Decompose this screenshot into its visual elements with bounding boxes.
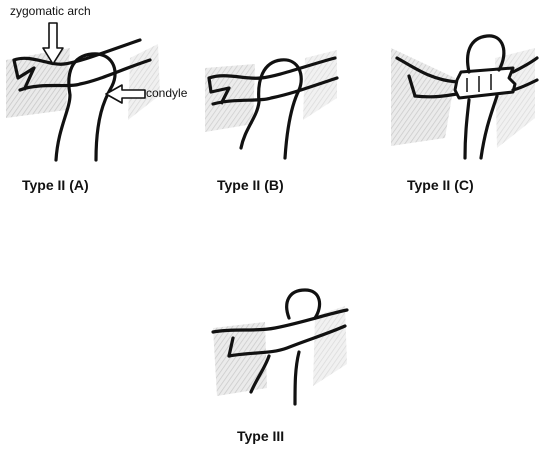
- panel-caption: Type II (A): [22, 177, 89, 193]
- panel-caption: Type II (C): [407, 177, 474, 193]
- condyle-label: condyle: [146, 86, 187, 100]
- condyle-diagram-type-ii-a: [0, 0, 180, 170]
- panel-type-ii-a: Type II (A): [0, 0, 180, 200]
- panel-type-ii-b: Type II (B): [195, 28, 355, 200]
- down-arrow-icon: [42, 22, 64, 66]
- condyle-diagram-type-iii: [195, 268, 375, 413]
- panel-type-iii: Type III: [195, 268, 375, 453]
- panel-caption: Type II (B): [217, 177, 284, 193]
- condyle-diagram-type-ii-b: [195, 28, 355, 168]
- condyle-diagram-type-ii-c: [385, 18, 541, 168]
- panel-type-ii-c: Type II (C): [385, 18, 541, 200]
- panel-caption: Type III: [237, 428, 284, 444]
- zygomatic-arch-label: zygomatic arch: [10, 4, 91, 18]
- left-arrow-icon: [104, 84, 146, 104]
